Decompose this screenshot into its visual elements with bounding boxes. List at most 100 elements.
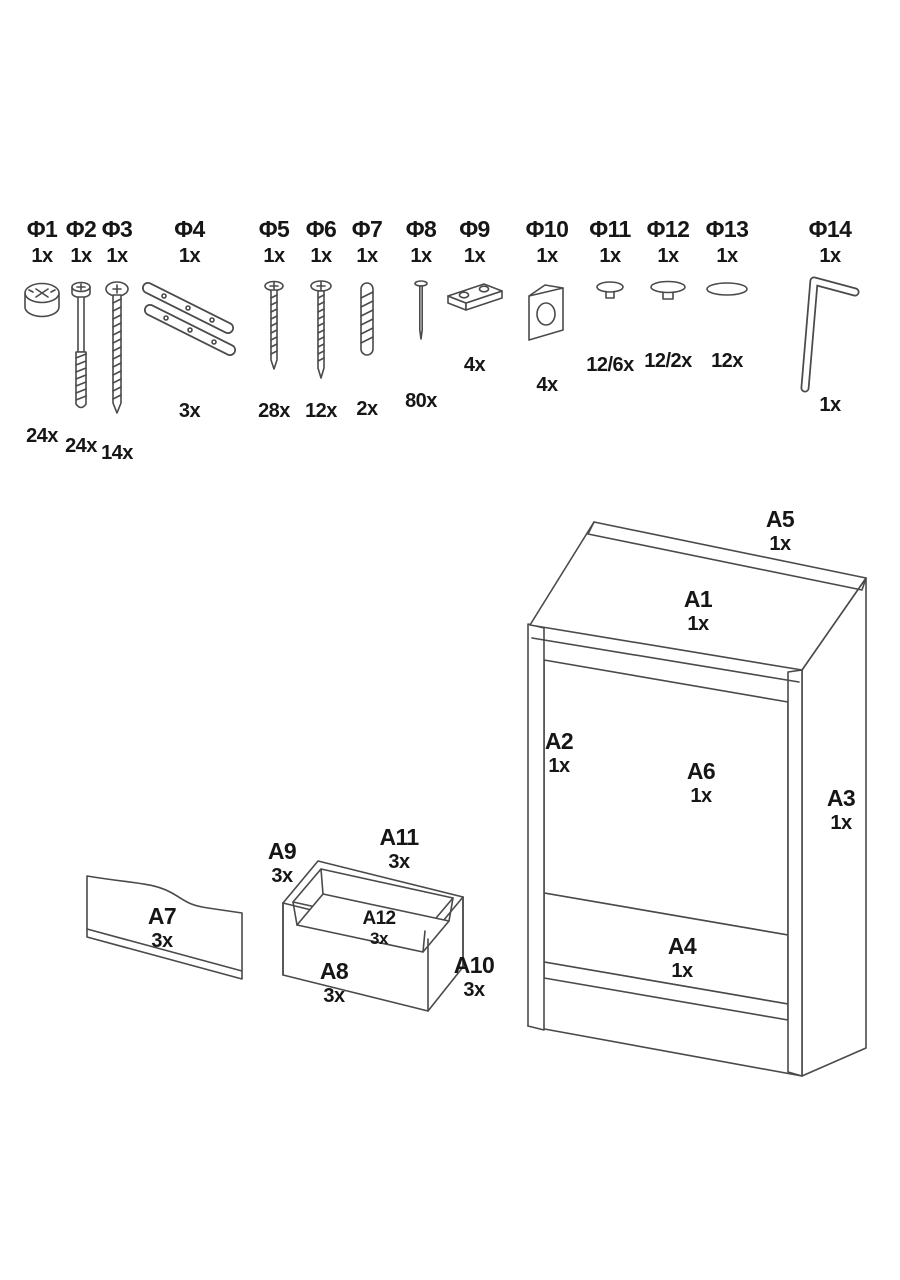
hardware-item: Φ5 1x 28x	[248, 215, 300, 424]
hardware-unit: 1x	[716, 245, 738, 267]
hardware-unit: 1x	[536, 245, 558, 267]
cover-cap-small-icon	[596, 281, 624, 299]
hardware-id: Φ5	[258, 216, 290, 242]
panel-label-a1: A1 1x	[669, 586, 727, 636]
panel-label-a6: A6 1x	[672, 758, 730, 808]
panel-id: A7	[147, 903, 177, 929]
hardware-id: Φ3	[101, 216, 133, 242]
panel-qty: 1x	[548, 755, 570, 777]
panel-label-a7: A7 3x	[133, 903, 191, 953]
hardware-qty: 1x	[819, 394, 841, 416]
hardware-qty: 28x	[258, 400, 290, 422]
hardware-unit: 1x	[356, 245, 378, 267]
hardware-iconbox	[94, 270, 140, 440]
drawer-box-drawing	[282, 860, 464, 1012]
nail-icon	[414, 280, 428, 340]
hardware-id: Φ7	[351, 216, 383, 242]
panel-qty: 1x	[671, 960, 693, 982]
panel-label-a2: A2 1x	[530, 728, 588, 778]
hardware-qty: 12/2x	[644, 350, 692, 372]
hardware-id: Φ8	[405, 216, 437, 242]
hardware-iconbox	[637, 270, 699, 348]
hardware-item: Φ10 1x 4x	[517, 215, 577, 398]
allen-key-icon	[800, 276, 860, 393]
panel-label-a4: A4 1x	[653, 933, 711, 983]
panel-qty: 3x	[370, 929, 388, 948]
hardware-item: Φ7 1x 2x	[343, 215, 391, 422]
hardware-item: Φ3 1x 14x	[94, 215, 140, 466]
hardware-item: Φ14 1x 1x	[797, 215, 863, 418]
panel-id: A6	[686, 758, 716, 784]
hardware-unit: 1x	[819, 245, 841, 267]
panel-qty: 1x	[830, 812, 852, 834]
panel-label-a9: A9 3x	[253, 838, 311, 888]
hardware-id: Φ12	[646, 216, 690, 242]
panel-label-a3: A3 1x	[812, 785, 870, 835]
hardware-iconbox	[142, 270, 237, 398]
panel-qty: 1x	[687, 613, 709, 635]
wood-screw-icon	[264, 280, 284, 370]
panel-id: A11	[379, 824, 419, 850]
hardware-qty: 12x	[711, 350, 743, 372]
cam-bolt-icon	[71, 281, 91, 409]
hardware-id: Φ4	[174, 216, 205, 242]
hardware-id: Φ11	[589, 216, 631, 242]
hardware-qty: 3x	[178, 400, 201, 422]
hardware-qty: 24x	[65, 435, 97, 457]
hardware-iconbox	[343, 270, 391, 396]
hardware-iconbox	[697, 270, 757, 348]
hardware-iconbox	[442, 270, 507, 352]
hardware-qty: 2x	[356, 398, 378, 420]
wooden-dowel-icon	[360, 282, 374, 356]
panel-label-a12: A12 3x	[350, 908, 408, 949]
corner-bracket-icon	[528, 284, 564, 341]
hardware-unit: 1x	[106, 245, 128, 267]
panel-qty: 3x	[388, 851, 410, 873]
hardware-qty: 24x	[26, 425, 58, 447]
hardware-unit: 1x	[410, 245, 432, 267]
panel-id: A9	[267, 838, 297, 864]
hardware-item: Φ12 1x 12/2x	[637, 215, 699, 374]
hardware-id: Φ14	[808, 216, 852, 242]
hardware-item: Φ8 1x 80x	[395, 215, 447, 414]
drawer-front-drawing	[86, 875, 243, 980]
hardware-item: Φ6 1x 12x	[296, 215, 346, 424]
wood-screw-large-icon	[310, 280, 332, 379]
hardware-iconbox	[296, 270, 346, 398]
panel-label-a10: A10 3x	[445, 952, 503, 1002]
hardware-unit: 1x	[310, 245, 332, 267]
panel-id: A1	[683, 586, 713, 612]
hardware-unit: 1x	[599, 245, 621, 267]
hardware-iconbox	[517, 270, 577, 372]
hardware-iconbox	[395, 270, 447, 388]
hardware-iconbox	[248, 270, 300, 398]
hardware-iconbox	[58, 270, 104, 433]
hardware-qty: 80x	[405, 390, 437, 412]
panel-id: A3	[826, 785, 856, 811]
panel-qty: 1x	[690, 785, 712, 807]
hardware-qty: 4x	[536, 374, 558, 396]
panel-id: A8	[319, 958, 349, 984]
hardware-qty: 4x	[463, 354, 486, 376]
panel-id: A10	[453, 952, 495, 978]
cam-lock-icon	[24, 282, 60, 318]
panel-label-a8: A8 3x	[305, 958, 363, 1008]
panel-id: A12	[362, 908, 396, 929]
cover-cap-medium-icon	[650, 280, 686, 300]
hardware-unit: 1x	[463, 245, 486, 267]
cabinet-carcass-drawing	[527, 521, 867, 1077]
hardware-iconbox	[579, 270, 641, 352]
panel-label-a11: A11 3x	[370, 824, 428, 874]
cover-cap-large-icon	[706, 282, 748, 296]
hardware-id: Φ2	[65, 216, 97, 242]
drawer-runner-pair-icon	[142, 282, 236, 356]
hardware-iconbox	[797, 270, 863, 393]
hardware-unit: 1x	[31, 245, 53, 267]
hardware-item: Φ2 1x 24x	[58, 215, 104, 459]
hardware-item: Φ1 1x 24x	[18, 215, 66, 449]
hardware-item: Φ4 1x 3x	[142, 215, 237, 424]
hardware-unit: 1x	[263, 245, 285, 267]
flat-bracket-icon	[446, 283, 503, 311]
